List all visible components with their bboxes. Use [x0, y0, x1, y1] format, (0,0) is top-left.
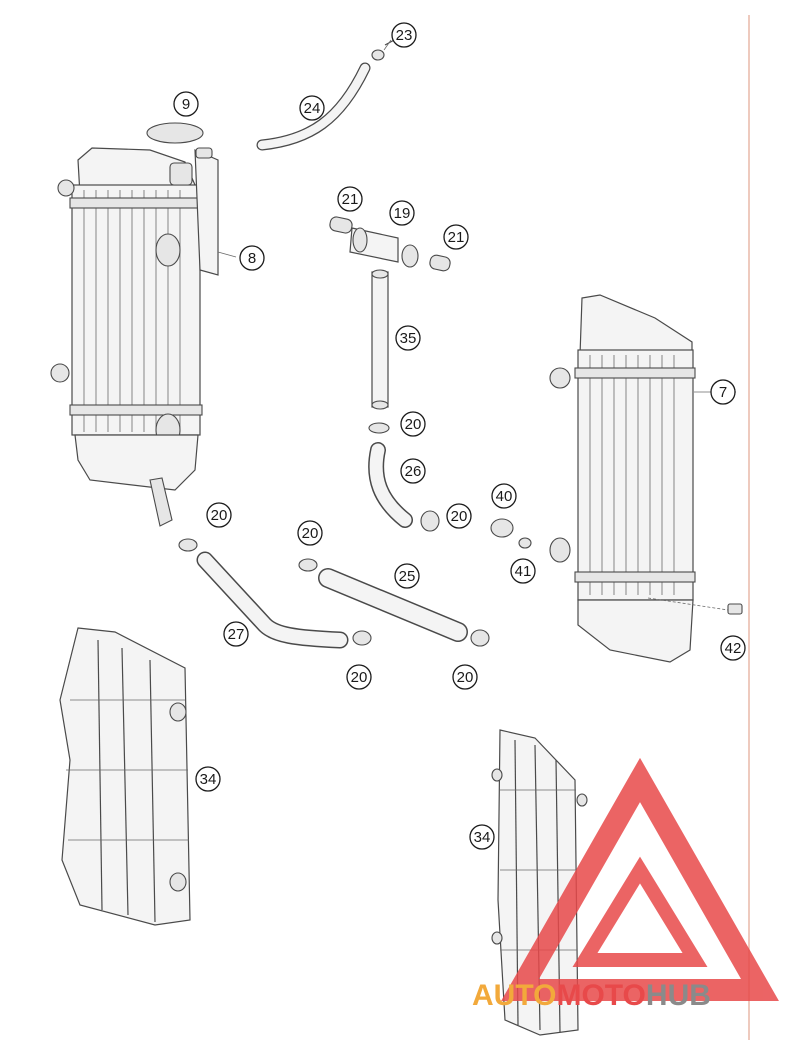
callout-23: 23	[391, 22, 417, 48]
callout-circle	[346, 664, 372, 690]
callout-20: 20	[346, 664, 372, 690]
callout-20: 20	[297, 520, 323, 546]
callout-number: 21	[448, 229, 465, 246]
callout-number: 34	[200, 771, 217, 788]
clamp-20-d	[298, 558, 318, 572]
callout-number: 20	[302, 525, 319, 542]
callout-number: 20	[451, 508, 468, 525]
callout-35: 35	[395, 325, 421, 351]
callout-number: 20	[405, 416, 422, 433]
callout-number: 25	[399, 568, 416, 585]
callout-circle	[510, 558, 536, 584]
bolt-axis	[647, 597, 729, 611]
callout-19: 19	[389, 200, 415, 226]
callout-number: 20	[351, 669, 368, 686]
callout-circle	[400, 411, 426, 437]
callout-circle	[491, 483, 517, 509]
callout-20: 20	[400, 411, 426, 437]
callout-circle	[173, 91, 199, 117]
callout-circle	[195, 766, 221, 792]
callout-9: 9	[173, 91, 199, 117]
callout-circle	[223, 621, 249, 647]
watermark-inner-triangle	[572, 856, 708, 967]
hose-27	[196, 551, 349, 649]
callout-20: 20	[452, 664, 478, 690]
callout-circle	[297, 520, 323, 546]
callout-41: 41	[510, 558, 536, 584]
callout-circle	[710, 379, 736, 405]
watermark-triangle	[501, 757, 779, 1001]
tpiece-19	[329, 216, 451, 272]
callout-21: 21	[443, 224, 469, 250]
callout-8: 8	[239, 245, 265, 271]
watermark-text: AUTOMOTOHUB	[472, 979, 711, 1012]
callout-number: 27	[228, 626, 245, 643]
callout-circle	[400, 458, 426, 484]
callout-circle	[443, 224, 469, 250]
callout-7: 7	[710, 379, 736, 405]
callout-circle	[337, 186, 363, 212]
callout-20: 20	[206, 502, 232, 528]
callout-42: 42	[720, 635, 746, 661]
callout-number: 19	[394, 205, 411, 222]
callout-circle	[720, 635, 746, 661]
clamp-20-c	[178, 538, 198, 552]
callout-number: 35	[400, 330, 417, 347]
callout-40: 40	[491, 483, 517, 509]
callout-circle	[452, 664, 478, 690]
callout-number: 26	[405, 463, 422, 480]
callout-number: 34	[474, 829, 491, 846]
callout-number: 23	[396, 27, 413, 44]
callout-number: 9	[182, 96, 190, 113]
callout-circle	[391, 22, 417, 48]
hose-25	[318, 568, 468, 642]
callout-number: 7	[719, 384, 727, 401]
pipe-35	[371, 269, 389, 410]
left-radiator	[50, 122, 219, 527]
clamp-20-e	[352, 630, 372, 646]
callout-number: 21	[342, 191, 359, 208]
right-radiator	[549, 294, 696, 663]
callout-number: 42	[725, 640, 742, 657]
callout-number: 8	[248, 250, 256, 267]
washer-41	[518, 537, 532, 549]
callout-circle	[469, 824, 495, 850]
callout-circle	[299, 95, 325, 121]
callout-circle	[394, 563, 420, 589]
callout-34: 34	[195, 766, 221, 792]
callout-circle	[395, 325, 421, 351]
callout-number: 20	[457, 669, 474, 686]
callout-25: 25	[394, 563, 420, 589]
callout-number: 40	[496, 488, 513, 505]
callout-number: 24	[304, 100, 321, 117]
callout-circle	[389, 200, 415, 226]
callout-layer: 23 24 9 8 21 19 21 35 7 20 26 20 40 20 20 41 25 27 42 20 20 3…	[173, 22, 746, 850]
hose-26	[368, 442, 413, 528]
callout-number: 20	[211, 507, 228, 524]
callout-21: 21	[337, 186, 363, 212]
callout-24: 24	[299, 95, 325, 121]
callout-circle	[446, 503, 472, 529]
clamp-20-f	[470, 629, 490, 647]
callout-20: 20	[446, 503, 472, 529]
callout-27: 27	[223, 621, 249, 647]
hose-24	[256, 62, 371, 151]
clamp-20-b	[420, 510, 440, 532]
watermark-logo	[501, 757, 779, 1001]
bolt-42	[727, 603, 743, 615]
callout-34: 34	[469, 824, 495, 850]
callout-circle	[239, 245, 265, 271]
callout-number: 41	[515, 563, 532, 580]
left-radiator-guard	[59, 627, 191, 926]
grommet-40	[490, 518, 514, 538]
clamp-20-a	[368, 422, 390, 434]
callout-26: 26	[400, 458, 426, 484]
callout-circle	[206, 502, 232, 528]
